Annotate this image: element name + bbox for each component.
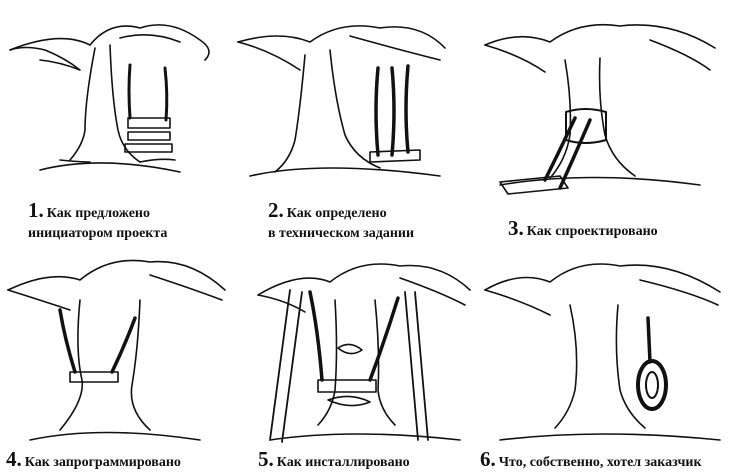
caption-subtitle: инициатором проекта [28,226,168,241]
panel-1-drawing [9,24,210,173]
panel-3-drawing [484,23,716,195]
caption-number: 1. [28,198,44,222]
caption-title: Что, собственно, хотел заказчик [498,455,702,470]
tree-2 [237,25,446,177]
tree-5 [257,263,471,441]
caption-panel-6: 6.Что, собственно, хотел заказчик [480,449,702,473]
caption-title: Как предложено [46,206,150,221]
caption-panel-2: 2.Как определено в техническом задании [268,200,414,244]
caption-number: 5. [258,447,274,471]
panel-6-drawing [484,263,721,441]
caption-title: Как инсталлировано [276,455,410,470]
swing-2 [369,64,421,163]
caption-title: Как определено [286,206,387,221]
tree-3 [484,23,716,186]
caption-title: Как запрограммировано [24,455,181,470]
caption-number: 4. [6,447,22,471]
swing-6 [636,316,668,411]
caption-title: Как спроектировано [526,224,658,239]
tree-1 [9,24,210,173]
tree-6 [484,263,721,441]
caption-panel-1: 1.Как предложено инициатором проекта [28,200,167,244]
swing-3 [499,108,607,195]
caption-panel-3: 3.Как спроектировано [508,218,658,242]
swing-5 [269,289,429,443]
caption-panel-5: 5.Как инсталлировано [258,449,410,473]
caption-number: 3. [508,216,524,240]
tree-4 [7,259,226,441]
caption-subtitle: в техническом задании [268,226,415,241]
caption-number: 2. [268,198,284,222]
swing-1 [124,63,173,153]
caption-number: 6. [480,447,496,471]
panel-2-drawing [237,25,446,177]
swing-4 [58,308,137,383]
caption-panel-4: 4.Как запрограммировано [6,449,181,473]
panel-5-drawing [257,263,471,443]
panel-4-drawing [7,259,226,441]
